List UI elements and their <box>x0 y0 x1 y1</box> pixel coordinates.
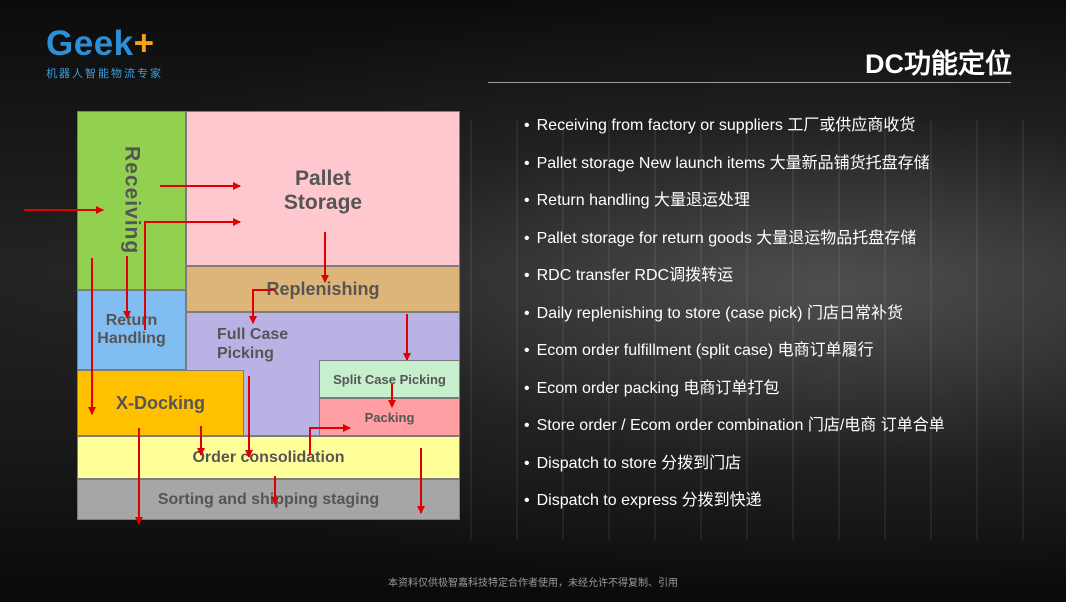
label-return-handling-line2: Handling <box>97 330 166 347</box>
bullet-item: Return handling 大量退运处理 <box>524 186 945 224</box>
bullet-item: Ecom order packing 电商订单打包 <box>524 374 945 412</box>
logo-tagline: 机器人智能物流专家 <box>46 68 163 80</box>
block-replenishing: Replenishing <box>186 266 460 312</box>
block-receiving: Receiving <box>77 111 186 290</box>
label-full-case-picking-line1: Full Case <box>217 326 289 343</box>
bullet-item: Ecom order fulfillment (split case) 电商订单… <box>524 336 945 374</box>
block-pallet-storage: Pallet Storage <box>186 111 460 266</box>
label-order-consolidation: Order consolidation <box>192 448 345 466</box>
label-full-case-picking-line2: Picking <box>217 345 274 362</box>
label-pallet-storage-line1: Pallet <box>294 166 352 190</box>
bullet-item: Store order / Ecom order combination 门店/… <box>524 411 945 449</box>
logo-plus: + <box>133 24 155 63</box>
slide-title: DC功能定位 <box>865 49 1012 79</box>
label-packing: Packing <box>364 409 415 425</box>
title-divider <box>488 82 1011 83</box>
bullet-item: Daily replenishing to store (case pick) … <box>524 299 945 337</box>
function-bullet-list: Receiving from factory or suppliers 工厂或供… <box>524 111 945 524</box>
bullet-item: Pallet storage New launch items 大量新品铺货托盘… <box>524 149 945 187</box>
bullet-item: Dispatch to express 分拨到快递 <box>524 486 945 524</box>
bullet-item: Receiving from factory or suppliers 工厂或供… <box>524 111 945 149</box>
logo-word: Geek <box>46 24 134 63</box>
confidentiality-footer: 本资料仅供极智嘉科技特定合作者使用，未经允许不得复制、引用 <box>388 578 678 589</box>
arrow-replenishing-to-full-case <box>249 289 275 324</box>
label-sorting-shipping: Sorting and shipping staging <box>157 490 380 508</box>
arrow-return-to-pallet-storage <box>144 218 241 330</box>
bullet-item: Pallet storage for return goods 大量退运物品托盘… <box>524 224 945 262</box>
arrow-packing-to-consolidation <box>309 424 351 455</box>
logo-wordmark: Geek+ <box>46 26 163 62</box>
label-receiving: Receiving <box>120 146 144 255</box>
block-x-docking: X-Docking <box>77 370 244 436</box>
bullet-item: Dispatch to store 分拨到门店 <box>524 449 945 487</box>
block-packing: Packing <box>319 398 460 436</box>
block-order-consolidation: Order consolidation <box>77 436 460 479</box>
label-x-docking: X-Docking <box>115 392 205 413</box>
label-replenishing: Replenishing <box>266 278 380 299</box>
logo: Geek+ 机器人智能物流专家 <box>46 26 163 81</box>
block-sorting-shipping: Sorting and shipping staging <box>77 479 460 520</box>
bullet-item: RDC transfer RDC调拨转运 <box>524 261 945 299</box>
label-split-case-picking: Split Case Picking <box>333 371 446 387</box>
block-split-case-picking: Split Case Picking <box>319 360 460 398</box>
label-pallet-storage-line2: Storage <box>283 190 363 214</box>
